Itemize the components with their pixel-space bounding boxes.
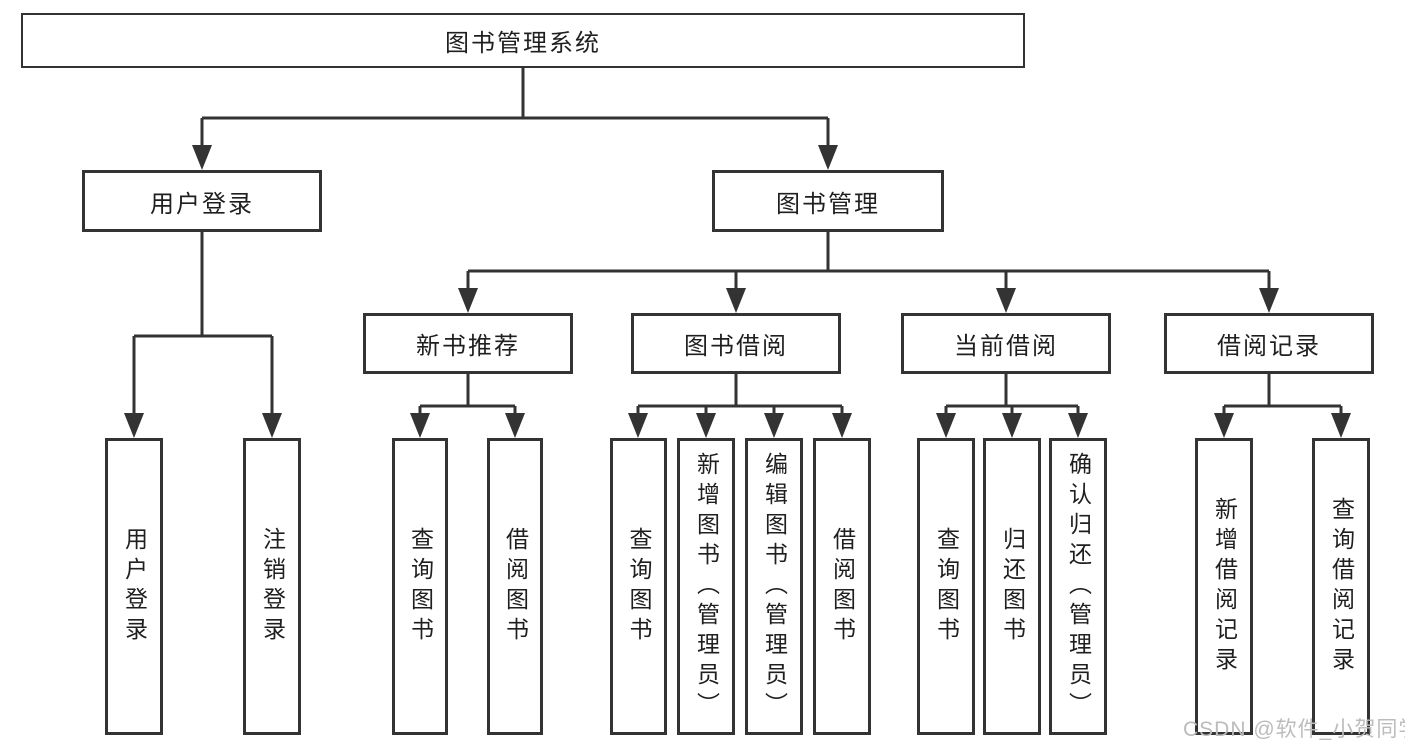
node-book-management-branch: 图书管理	[712, 170, 944, 232]
node-system-root-label: 图书管理系统	[445, 30, 601, 57]
leaf-recommend-query-books: 查询图书	[392, 438, 448, 735]
leaf-borrow-borrow-books-label: 借阅图书	[829, 526, 856, 647]
connector-lines	[132, 68, 1343, 416]
node-new-book-recommend-label: 新书推荐	[416, 333, 520, 360]
leaf-current-return-books-label: 归还图书	[999, 526, 1026, 647]
leaf-recommend-borrow-books-label: 借阅图书	[502, 526, 529, 647]
node-user-login-branch-label: 用户登录	[150, 190, 254, 218]
leaf-borrow-borrow-books: 借阅图书	[813, 438, 871, 735]
leaf-current-query-books: 查询图书	[917, 438, 975, 735]
connector-arrowheads	[124, 145, 1351, 438]
watermark: CSDN @软件_小贺同学	[1183, 718, 1405, 741]
node-book-management-branch-label: 图书管理	[776, 190, 880, 218]
leaf-current-confirm-return-admin: 确认归还（管理员）	[1049, 438, 1107, 735]
node-current-borrow-label: 当前借阅	[954, 333, 1058, 360]
leaf-borrow-query-books: 查询图书	[610, 438, 667, 735]
leaf-current-return-books: 归还图书	[983, 438, 1041, 735]
node-user-login-branch: 用户登录	[82, 170, 322, 232]
node-system-root: 图书管理系统	[21, 13, 1025, 68]
leaf-borrow-add-books-admin-label: 新增图书（管理员）	[693, 451, 720, 722]
leaf-recommend-borrow-books: 借阅图书	[487, 438, 543, 735]
leaf-records-query-record-label: 查询借阅记录	[1328, 496, 1355, 677]
leaf-borrow-query-books-label: 查询图书	[626, 526, 652, 647]
leaf-logout: 注销登录	[243, 438, 301, 735]
leaf-records-add-record: 新增借阅记录	[1195, 438, 1253, 735]
node-current-borrow: 当前借阅	[901, 313, 1111, 374]
leaf-logout-label: 注销登录	[259, 526, 286, 647]
node-borrow-records-label: 借阅记录	[1217, 333, 1321, 360]
leaf-current-confirm-return-admin-label: 确认归还（管理员）	[1065, 451, 1092, 722]
leaf-borrow-edit-books-admin: 编辑图书（管理员）	[745, 438, 803, 735]
node-new-book-recommend: 新书推荐	[363, 313, 573, 374]
leaf-recommend-query-books-label: 查询图书	[407, 526, 434, 647]
leaf-current-query-books-label: 查询图书	[933, 526, 960, 647]
leaf-user-login-label: 用户登录	[121, 526, 148, 647]
node-book-borrow-label: 图书借阅	[684, 333, 788, 360]
leaf-records-add-record-label: 新增借阅记录	[1211, 496, 1238, 677]
node-book-borrow: 图书借阅	[631, 313, 841, 374]
leaf-user-login: 用户登录	[105, 438, 163, 735]
leaf-borrow-edit-books-admin-label: 编辑图书（管理员）	[761, 451, 788, 722]
leaf-records-query-record: 查询借阅记录	[1312, 438, 1370, 735]
node-borrow-records: 借阅记录	[1164, 313, 1374, 374]
leaf-borrow-add-books-admin: 新增图书（管理员）	[677, 438, 735, 735]
